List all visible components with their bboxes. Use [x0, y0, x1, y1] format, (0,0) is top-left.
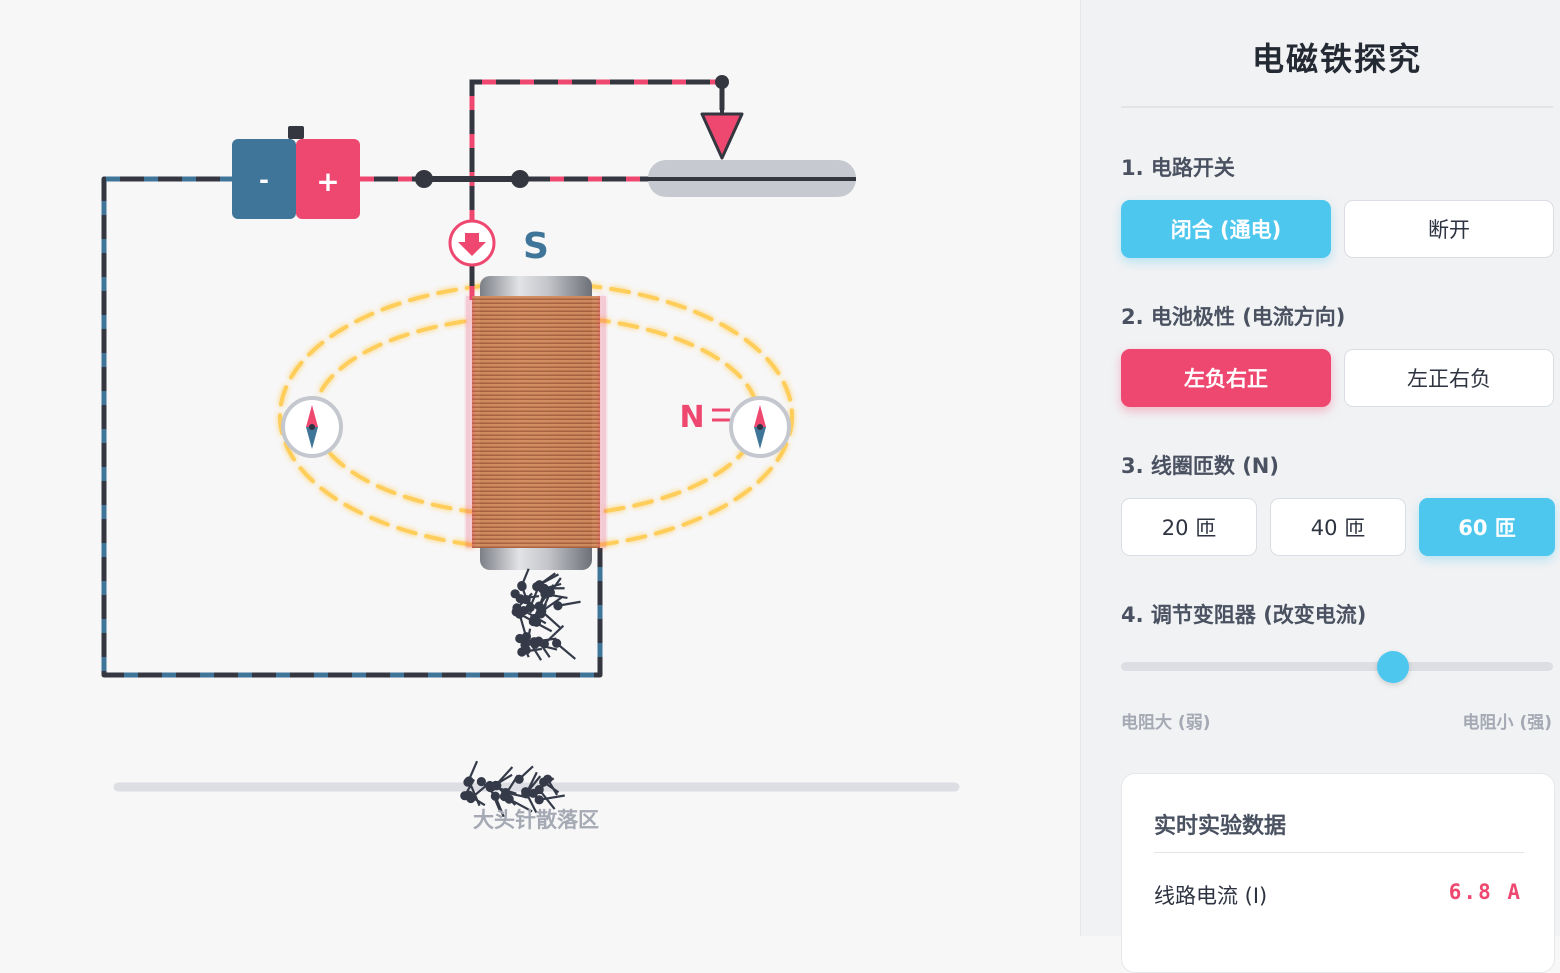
polarity-section-label: 2. 电池极性 (电流方向): [1121, 301, 1345, 331]
polarity-left-positive-button[interactable]: 左正右负: [1344, 349, 1554, 407]
pin-head: [489, 783, 496, 790]
battery-terminal: [288, 126, 304, 139]
data-card: 实时实验数据 线路电流 (I) 6.8 A: [1121, 773, 1555, 973]
coil-windings: [472, 296, 600, 548]
coil-glow-left: [466, 296, 474, 548]
polarity-left-negative-button[interactable]: 左负右正: [1121, 349, 1331, 407]
pin-head: [501, 793, 508, 800]
current-label: 线路电流 (I): [1154, 880, 1267, 910]
turns-20-button[interactable]: 20 匝: [1121, 498, 1257, 556]
pin-head: [537, 610, 544, 617]
pin-head: [547, 589, 554, 596]
compass-left: [283, 398, 341, 456]
pin-head: [535, 638, 542, 645]
battery-negative-label: -: [259, 166, 269, 194]
simulation-area: - + S N 大头针散: [0, 0, 1080, 936]
title-divider: [1121, 106, 1553, 108]
rheostat-section-label: 4. 调节变阻器 (改变电流): [1121, 599, 1366, 629]
switch-contact-right: [511, 170, 529, 188]
turns-60-button[interactable]: 60 匝: [1419, 498, 1555, 556]
battery-positive-label: +: [316, 165, 339, 198]
current-value: 6.8 A: [1449, 880, 1522, 904]
circuit-diagram: - + S N 大头针散: [0, 0, 1080, 936]
pin-head: [522, 790, 529, 797]
data-card-title: 实时实验数据: [1154, 808, 1286, 840]
scatter-area-label: 大头针散落区: [473, 808, 599, 832]
rheostat-slider-thumb[interactable]: [1377, 651, 1409, 683]
data-card-divider: [1154, 852, 1524, 853]
pin-head: [513, 604, 520, 611]
turns-section-label: 3. 线圈匝数 (N): [1121, 450, 1279, 480]
panel-title: 电磁铁探究: [1121, 34, 1553, 80]
control-panel: 电磁铁探究 1. 电路开关 闭合 (通电) 断开 2. 电池极性 (电流方向) …: [1080, 0, 1560, 936]
pin-head: [512, 590, 519, 597]
pin-head: [461, 792, 468, 799]
pin-head: [539, 586, 546, 593]
pole-label-right: N: [679, 400, 704, 435]
pin-head: [554, 602, 561, 609]
rheostat-slider-arrow-icon[interactable]: [702, 114, 742, 158]
switch-section-label: 1. 电路开关: [1121, 152, 1235, 182]
pin-head: [478, 778, 485, 785]
pin-head: [536, 796, 543, 803]
pole-label-top: S: [523, 226, 549, 267]
switch-contact-left: [415, 170, 433, 188]
pin-head: [518, 582, 525, 589]
pin-head: [516, 635, 523, 642]
pin-head: [530, 790, 537, 797]
switch-off-button[interactable]: 断开: [1344, 200, 1554, 258]
switch-on-button[interactable]: 闭合 (通电): [1121, 200, 1331, 258]
slider-min-label: 电阻大 (弱): [1121, 708, 1210, 733]
slider-max-label: 电阻小 (强): [1463, 708, 1552, 733]
rheostat-slider-track[interactable]: [1121, 662, 1553, 671]
compass-right: [731, 398, 789, 456]
pin-head: [553, 640, 560, 647]
turns-40-button[interactable]: 40 匝: [1270, 498, 1406, 556]
coil-glow-right: [598, 296, 606, 548]
attracted-pins-cluster: [512, 569, 581, 660]
